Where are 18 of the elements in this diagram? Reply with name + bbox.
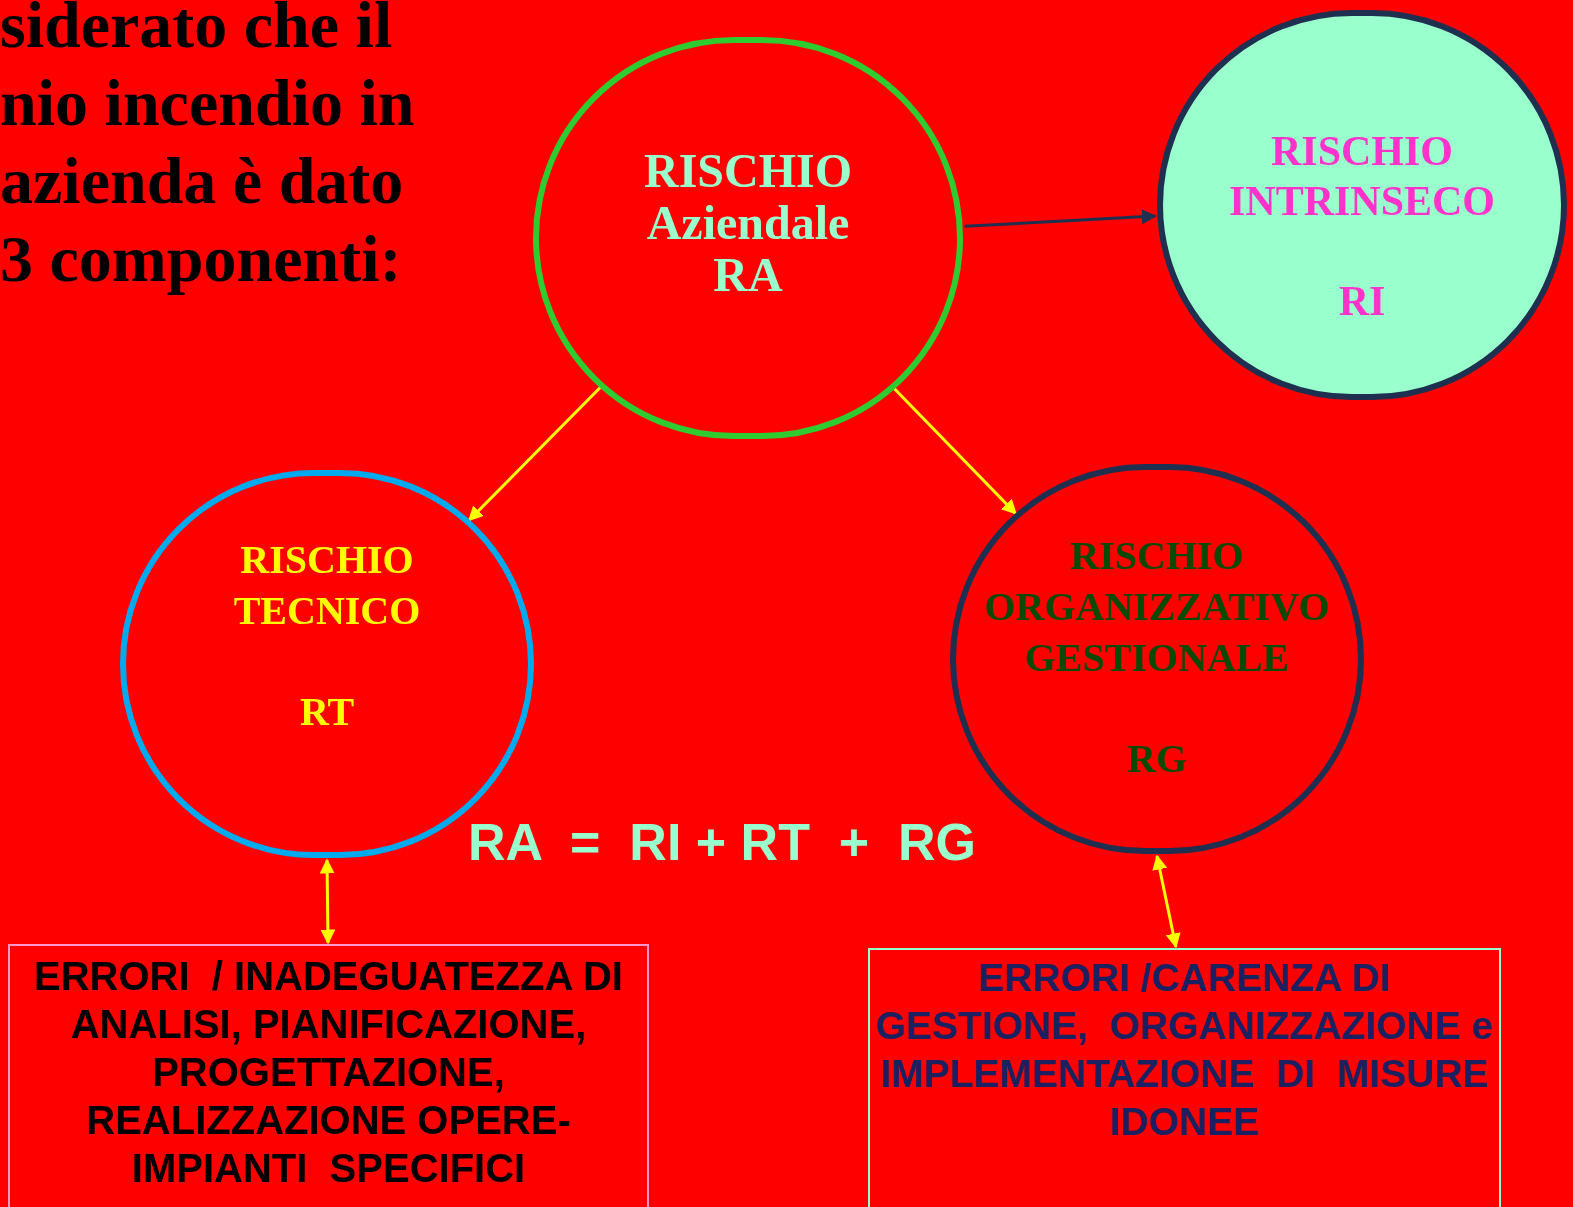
description-box (868, 948, 1501, 1207)
arrow (1152, 854, 1181, 949)
description-box (8, 944, 649, 1207)
arrow (892, 387, 1017, 515)
arrow (964, 209, 1157, 228)
node-abbreviation: RT (299, 688, 355, 736)
node-abbreviation: RG (1127, 735, 1187, 783)
arrow (319, 858, 336, 945)
node-title: RISCHIO TECNICO (232, 536, 422, 635)
intro-text: siderato che il nio incendio in azienda è dato 3 componenti: (0, 0, 416, 297)
arrow (468, 386, 602, 522)
formula-text: RA = RI + RT + RG (468, 812, 977, 872)
node-title: RISCHIO Aziendale RA (642, 145, 854, 301)
node-title: ERRORI / INADEGUATEZZA DI ANALISI, PIANIFICAZIONE, PROGETTAZIONE, REALIZZAZIONE OPERE-IMPIANTI SPECIFICI (33, 953, 624, 1192)
node-title: RISCHIO INTRINSECO (1227, 127, 1497, 226)
node-abbreviation: RI (1338, 277, 1386, 326)
node-title: ERRORI /CARENZA DI GESTIONE, ORGANIZZAZIONE e IMPLEMENTAZIONE DI MISURE IDONEE (874, 955, 1495, 1145)
node-title: RISCHIO ORGANIZZATIVO GESTIONALE (983, 532, 1331, 682)
